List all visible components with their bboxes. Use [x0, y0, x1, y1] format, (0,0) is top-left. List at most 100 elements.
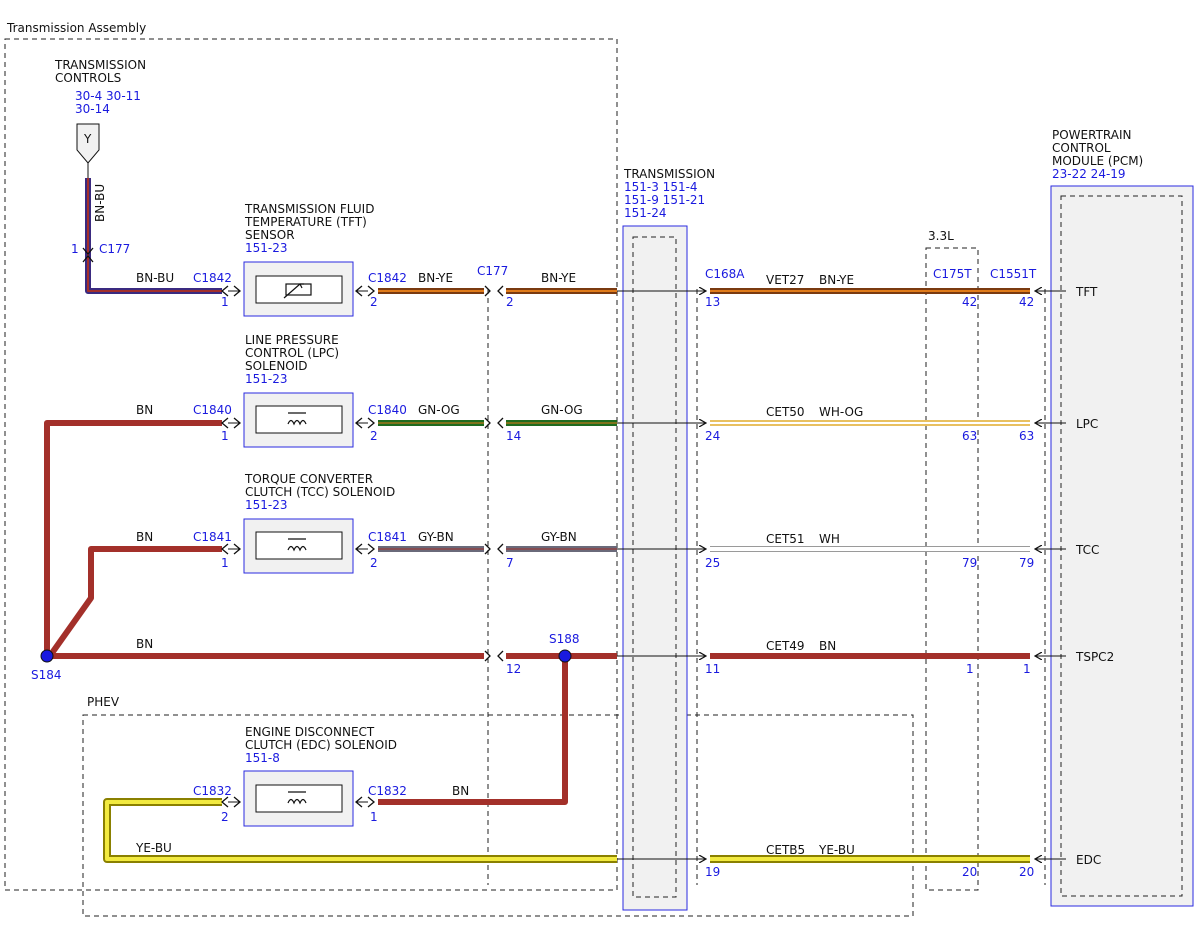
solenoid-coil-icon [287, 791, 307, 805]
pin-lpc-c175t: 63 [962, 429, 977, 443]
connector-c1551t: C1551T [990, 267, 1037, 281]
transmission-controls-refs-2: 30-14 [75, 102, 110, 116]
splice-s184-label: S184 [31, 668, 62, 682]
connector-c1842-left: C1842 [193, 271, 232, 285]
circuit-cet51: CET51 [766, 532, 805, 546]
connector-c1840-right: C1840 [368, 403, 407, 417]
pin-edc-c175t: 20 [962, 865, 977, 879]
wire-label-gy-bn: GY-BN [418, 530, 454, 544]
wire-bn-bu [85, 178, 222, 294]
transmission-title: TRANSMISSION [623, 167, 715, 181]
wire-label-gn-og-2: GN-OG [541, 403, 583, 417]
pin-tcc-left: 1 [221, 556, 229, 570]
circuit-cetb5: CETB5 [766, 843, 805, 857]
thin-wire-passthrough [228, 291, 1066, 859]
edc-solenoid [243, 770, 354, 827]
pin-tft-c1551t: 42 [1019, 295, 1034, 309]
tcc-ref: 151-23 [245, 498, 288, 512]
transmission-controls-label: TRANSMISSION [54, 58, 146, 72]
phev-outline [82, 714, 914, 917]
pin-tcc-c168a: 25 [705, 556, 720, 570]
wire-label-gn-og: GN-OG [418, 403, 460, 417]
splice-s188 [558, 649, 572, 663]
thermistor-icon [283, 283, 312, 299]
y-connector-label: Y [83, 132, 92, 146]
tcc-title-1: TORQUE CONVERTER [244, 472, 373, 486]
pin-edc-right: 1 [370, 810, 378, 824]
wire-label-bn-bu-vertical: BN-BU [93, 184, 107, 222]
wire-label-ye-bu: YE-BU [135, 841, 172, 855]
tft-sensor [243, 261, 354, 317]
solenoid-coil-icon [287, 412, 307, 426]
pin-c177-top: 1 [71, 242, 79, 256]
solenoid-coil-icon [287, 538, 307, 552]
edc-title-2: CLUTCH (EDC) SOLENOID [245, 738, 397, 752]
pin-tft-c177: 2 [506, 295, 514, 309]
wire-label-wh-og: WH-OG [819, 405, 863, 419]
wire-ye-bu [103, 798, 1030, 863]
pin-lpc-c168a: 24 [705, 429, 720, 443]
wire-label-gy-bn-2: GY-BN [541, 530, 577, 544]
transmission-controls-refs: 30-4 30-11 [75, 89, 141, 103]
pin-tcc-right: 2 [370, 556, 378, 570]
pcm-signal-tcc: TCC [1075, 543, 1099, 557]
connector-c1840-left: C1840 [193, 403, 232, 417]
pin-edc-c168a: 19 [705, 865, 720, 879]
pin-lpc-c177: 14 [506, 429, 521, 443]
connector-c177: C177 [477, 264, 508, 278]
circuit-cet50: CET50 [766, 405, 805, 419]
wire-label-bn-bu: BN-BU [136, 271, 174, 285]
pcm-refs: 23-22 24-19 [1052, 167, 1126, 181]
edc-ref: 151-8 [245, 751, 280, 765]
wire-label-bn-tcc: BN [136, 530, 153, 544]
pcm-inner [1060, 195, 1183, 897]
tft-ref: 151-23 [245, 241, 288, 255]
pin-edc-c1551t: 20 [1019, 865, 1034, 879]
pin-tft-c168a: 13 [705, 295, 720, 309]
pin-tft-left: 1 [221, 295, 229, 309]
pin-tcc-c177: 7 [506, 556, 514, 570]
connector-arrows [82, 247, 504, 808]
tft-title-1: TRANSMISSION FLUID [244, 202, 374, 216]
circuit-vet27: VET27 [766, 273, 804, 287]
transmission-controls-label-2: CONTROLS [55, 71, 121, 85]
wire-label-bn-pcm: BN [819, 639, 836, 653]
pin-tft-c175t: 42 [962, 295, 977, 309]
splice-s184 [40, 649, 54, 663]
transmission-refs-2: 151-9 151-21 [624, 193, 705, 207]
pin-tcc-c1551t: 79 [1019, 556, 1034, 570]
connector-c175t: C175T [933, 267, 972, 281]
connector-c1832-left: C1832 [193, 784, 232, 798]
wire-label-bn-edc: BN [452, 784, 469, 798]
lpc-title-2: CONTROL (LPC) [245, 346, 339, 360]
pcm-box [1050, 185, 1194, 907]
wire-label-bn-ye-2: BN-YE [541, 271, 576, 285]
transmission-refs-3: 151-24 [624, 206, 667, 220]
tcc-title-2: CLUTCH (TCC) SOLENOID [245, 485, 395, 499]
tft-title-3: SENSOR [245, 228, 295, 242]
connector-c177-top: C177 [99, 242, 130, 256]
pcm-title-1: POWERTRAIN [1052, 128, 1132, 142]
connector-c1841-left: C1841 [193, 530, 232, 544]
phev-label: PHEV [87, 695, 120, 709]
pin-lpc-left: 1 [221, 429, 229, 443]
wire-label-bn-lpc: BN [136, 403, 153, 417]
pcm-signal-edc: EDC [1076, 853, 1101, 867]
wire-label-bn-ye: BN-YE [418, 271, 453, 285]
pin-tspc-c168a: 11 [705, 662, 720, 676]
wire-label-bn-tspc: BN [136, 637, 153, 651]
y-connector-icon [76, 123, 100, 178]
lpc-solenoid [243, 392, 354, 448]
transmission-assembly-outline [4, 38, 618, 891]
circuit-cet49: CET49 [766, 639, 805, 653]
transmission-refs-1: 151-3 151-4 [624, 180, 698, 194]
transmission-assembly-label: Transmission Assembly [6, 21, 146, 35]
pin-lpc-right: 2 [370, 429, 378, 443]
edc-title-1: ENGINE DISCONNECT [245, 725, 375, 739]
tft-title-2: TEMPERATURE (TFT) [244, 215, 367, 229]
engine-3-3l-outline [925, 247, 979, 891]
wire-label-wh: WH [819, 532, 840, 546]
pcm-signal-tspc2: TSPC2 [1075, 650, 1114, 664]
pin-tspc-c177: 12 [506, 662, 521, 676]
pin-tspc-c175t: 1 [966, 662, 974, 676]
